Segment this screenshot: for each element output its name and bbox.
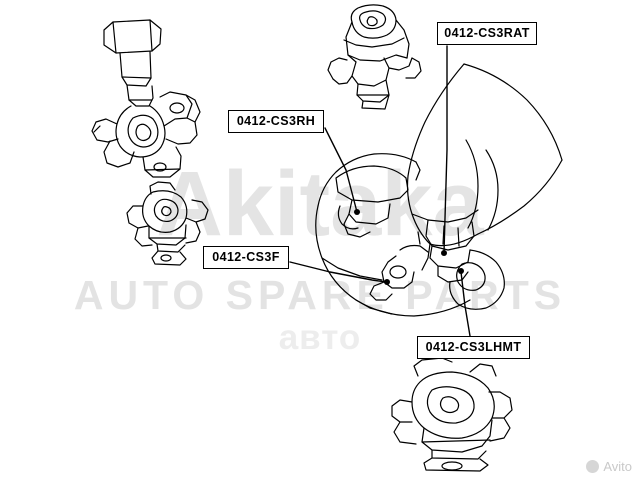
callout-cs3f[interactable]: 0412-CS3F <box>203 246 289 269</box>
avito-logo-icon <box>586 460 600 473</box>
leader-cs3f <box>289 261 387 283</box>
source-watermark-label: Avito <box>603 459 632 474</box>
callout-cs3rat[interactable]: 0412-CS3RAT <box>437 22 537 45</box>
part-top-center <box>327 4 422 110</box>
callout-cs3rat-label: 0412-CS3RAT <box>444 25 530 40</box>
part-top-left <box>91 19 201 178</box>
leader-lines <box>289 45 471 337</box>
leader-cs3rh <box>324 127 358 213</box>
leader-terminators <box>354 209 464 285</box>
part-mid-left <box>126 181 209 266</box>
callout-cs3lhmt-label: 0412-CS3LHMT <box>425 339 522 354</box>
leader-cs3rat <box>443 45 448 253</box>
source-watermark: Avito <box>586 459 632 474</box>
callout-cs3f-label: 0412-CS3F <box>212 249 280 264</box>
callout-cs3rh[interactable]: 0412-CS3RH <box>228 110 324 133</box>
part-vehicle-body <box>315 63 563 317</box>
callout-cs3rh-label: 0412-CS3RH <box>236 113 316 128</box>
callout-cs3lhmt[interactable]: 0412-CS3LHMT <box>417 336 530 359</box>
leader-cs3lhmt <box>460 271 471 337</box>
part-bottom-right <box>391 357 513 472</box>
